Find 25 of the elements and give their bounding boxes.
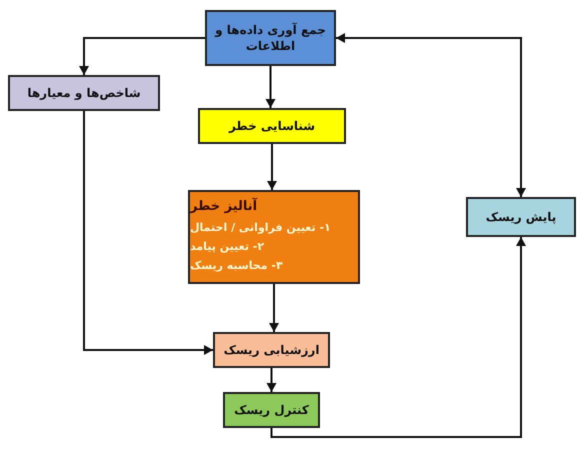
analysis-box: [188, 190, 360, 284]
box-label: شاخص‌ها و معیارها: [27, 85, 141, 101]
arrow: [267, 144, 277, 190]
arrow: [266, 66, 276, 108]
box-heading: آنالیز خطر: [190, 199, 258, 215]
box-label: کنترل ریسک: [234, 402, 309, 418]
list-item: ۲- تعیین پیامد: [190, 239, 264, 255]
process-box: [198, 108, 346, 144]
process-box: [205, 10, 336, 66]
process-box: [213, 332, 330, 368]
list-item: ۱- تعیین فراوانی / احتمال: [190, 220, 331, 236]
box-label: پایش ریسک: [486, 209, 556, 225]
process-box: [466, 197, 576, 237]
box-label: جمع آوری داده‌ها و اطلاعات: [214, 22, 327, 54]
arrow: [83, 111, 213, 355]
arrow: [266, 368, 276, 392]
arrow: [270, 237, 526, 438]
process-box: [8, 75, 160, 111]
arrow: [79, 37, 205, 75]
box-label: شناسایی خطر: [228, 118, 316, 134]
list-item: ۳- محاسبه ریسک: [190, 258, 283, 274]
arrow: [336, 33, 526, 197]
box-label: ارزشیابی ریسک: [224, 342, 320, 358]
arrow: [269, 284, 279, 332]
process-box: [223, 392, 320, 428]
